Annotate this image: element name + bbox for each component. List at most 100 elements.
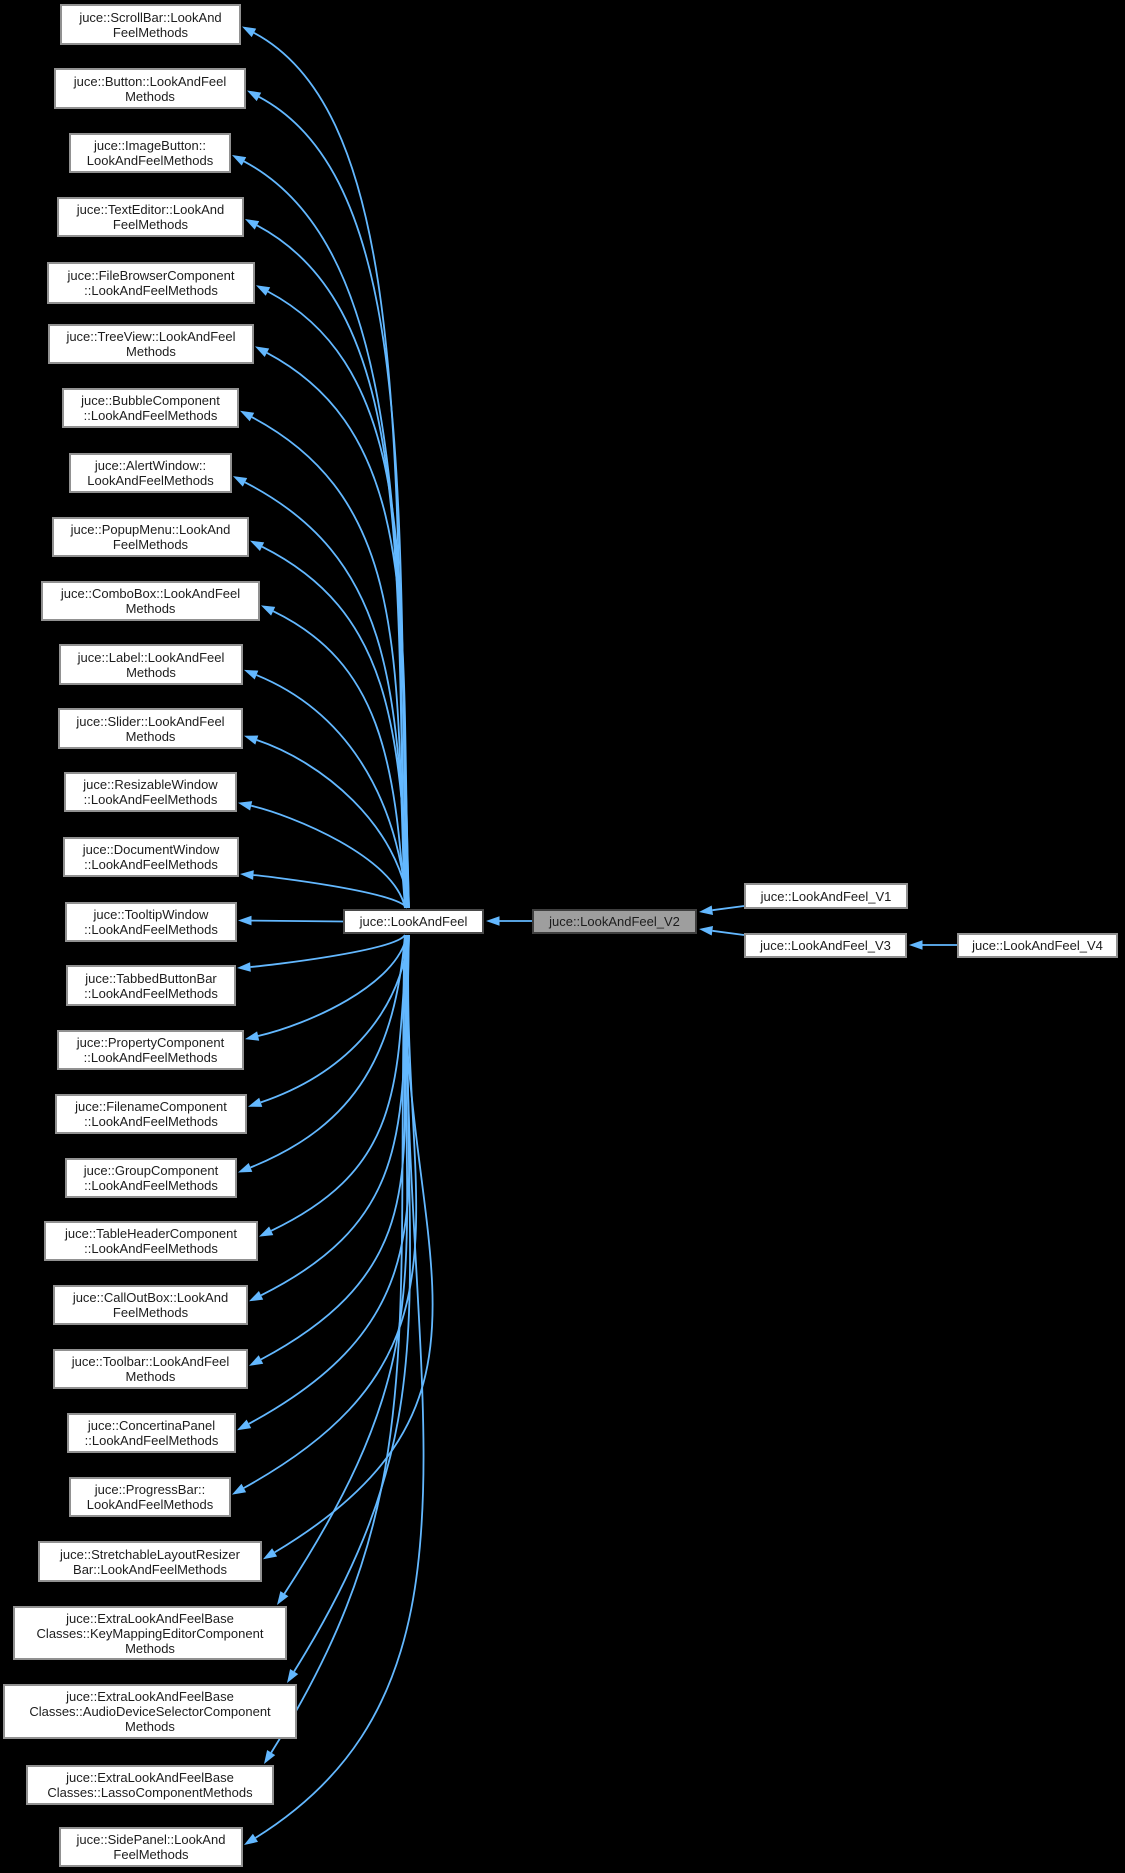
class-node-label: juce::LookAndFeel_V4	[972, 938, 1103, 953]
inheritance-edge	[270, 934, 408, 1232]
class-node-filenamecomponent-methods[interactable]: juce::FilenameComponent ::LookAndFeelMet…	[55, 1094, 247, 1134]
inheritance-arrowhead	[263, 1548, 278, 1560]
class-node-stretchablelayoutresizerbar-methods[interactable]: juce::StretchableLayoutResizer Bar::Look…	[38, 1541, 262, 1582]
class-node-label: juce::FilenameComponent ::LookAndFeelMet…	[75, 1099, 227, 1129]
class-node-lookandfeel-v4[interactable]: juce::LookAndFeel_V4	[957, 933, 1118, 958]
class-node-lookandfeel[interactable]: juce::LookAndFeel	[343, 909, 484, 934]
class-node-tabbedbuttonbar-methods[interactable]: juce::TabbedButtonBar ::LookAndFeelMetho…	[66, 965, 236, 1006]
inheritance-edge	[283, 934, 409, 1595]
class-node-label: juce::StretchableLayoutResizer Bar::Look…	[60, 1546, 240, 1577]
class-node-label: juce::Button::LookAndFeel Methods	[73, 73, 227, 104]
class-node-imagebutton-methods[interactable]: juce::ImageButton:: LookAndFeelMethods	[69, 133, 231, 173]
class-node-groupcomponent-methods[interactable]: juce::GroupComponent ::LookAndFeelMethod…	[65, 1158, 237, 1198]
class-node-audiodeviceselectorcomponent-methods[interactable]: juce::ExtraLookAndFeelBase Classes::Audi…	[3, 1684, 297, 1739]
class-node-lookandfeel-v2[interactable]: juce::LookAndFeel_V2	[532, 909, 697, 934]
class-node-label: juce::LookAndFeel	[359, 914, 468, 929]
inheritance-edge	[243, 934, 418, 1489]
class-node-label: juce::TableHeaderComponent ::LookAndFeel…	[65, 1226, 237, 1256]
class-node-lookandfeel-v3[interactable]: juce::LookAndFeel_V3	[744, 933, 907, 958]
inheritance-arrowhead	[242, 26, 257, 38]
class-node-label: juce::TabbedButtonBar ::LookAndFeelMetho…	[84, 970, 218, 1001]
class-node-label: juce::AlertWindow:: LookAndFeelMethods	[87, 458, 214, 488]
class-node-toolbar-methods[interactable]: juce::Toolbar::LookAndFeel Methods	[53, 1349, 248, 1389]
inheritance-edge	[253, 874, 408, 909]
class-node-label: juce::Toolbar::LookAndFeel Methods	[71, 1354, 230, 1384]
class-node-sidepanel-methods[interactable]: juce::SidePanel::LookAnd FeelMethods	[59, 1827, 243, 1867]
inheritance-edge	[712, 905, 745, 912]
inheritance-arrowhead	[699, 926, 713, 936]
class-node-lassocomponent-methods[interactable]: juce::ExtraLookAndFeelBase Classes::Lass…	[26, 1765, 274, 1805]
class-node-label: juce::LookAndFeel_V3	[760, 938, 891, 953]
inheritance-edge	[258, 96, 408, 909]
class-node-slider-methods[interactable]: juce::Slider::LookAndFeel Methods	[58, 708, 243, 749]
inheritance-edge	[256, 674, 408, 909]
class-node-label: juce::LookAndFeel_V1	[760, 888, 892, 904]
inheritance-arrowhead	[232, 1483, 247, 1495]
inheritance-edge	[253, 32, 406, 909]
class-node-resizablewindow-methods[interactable]: juce::ResizableWindow ::LookAndFeelMetho…	[64, 772, 237, 812]
class-node-popupmenu-methods[interactable]: juce::PopupMenu::LookAnd FeelMethods	[52, 517, 249, 557]
class-node-label: juce::ProgressBar:: LookAndFeelMethods	[86, 1482, 214, 1512]
inheritance-arrowhead	[233, 476, 248, 487]
class-node-label: juce::PropertyComponent ::LookAndFeelMet…	[76, 1035, 225, 1065]
class-node-label: juce::CallOutBox::LookAnd FeelMethods	[72, 1290, 229, 1320]
class-node-button-methods[interactable]: juce::Button::LookAndFeel Methods	[54, 68, 246, 109]
class-node-propertycomponent-methods[interactable]: juce::PropertyComponent ::LookAndFeelMet…	[57, 1030, 244, 1070]
inheritance-arrowhead	[486, 916, 500, 926]
inheritance-edge	[255, 934, 425, 1839]
class-node-keymappingeditorcomponent-methods[interactable]: juce::ExtraLookAndFeelBase Classes::KeyM…	[13, 1606, 287, 1660]
class-node-combobox-methods[interactable]: juce::ComboBox::LookAndFeel Methods	[41, 581, 260, 621]
inheritance-arrowhead	[261, 605, 276, 616]
class-node-treeview-methods[interactable]: juce::TreeView::LookAndFeel Methods	[48, 324, 254, 364]
inheritance-arrowhead	[240, 870, 254, 880]
inheritance-arrowhead	[249, 1355, 264, 1366]
class-node-label: juce::ExtraLookAndFeelBase Classes::KeyM…	[36, 1610, 264, 1656]
inheritance-edge	[243, 160, 410, 909]
class-node-alertwindow-methods[interactable]: juce::AlertWindow:: LookAndFeelMethods	[69, 453, 232, 493]
class-node-filebrowser-methods[interactable]: juce::FileBrowserComponent ::LookAndFeel…	[47, 262, 255, 304]
inheritance-arrowhead	[238, 801, 253, 811]
inheritance-edge	[257, 934, 408, 1037]
class-node-label: juce::BubbleComponent ::LookAndFeelMetho…	[81, 393, 220, 423]
class-node-tooltipwindow-methods[interactable]: juce::TooltipWindow ::LookAndFeelMethods	[65, 902, 237, 942]
inheritance-arrowhead	[237, 962, 251, 972]
inheritance-edge	[712, 929, 745, 936]
class-node-label: juce::DocumentWindow ::LookAndFeelMethod…	[82, 842, 220, 872]
inheritance-edge	[260, 934, 406, 1361]
inheritance-arrowhead	[256, 285, 271, 296]
inheritance-arrowhead	[240, 410, 255, 422]
class-node-label: juce::ComboBox::LookAndFeel Methods	[60, 586, 241, 616]
inheritance-arrowhead	[238, 915, 252, 926]
inheritance-arrowhead	[245, 219, 260, 230]
inheritance-arrowhead	[255, 346, 270, 357]
inheritance-edge	[250, 934, 406, 1169]
inheritance-arrowhead	[699, 905, 713, 915]
class-node-label: juce::Slider::LookAndFeel Methods	[76, 713, 225, 744]
inheritance-edge	[293, 934, 411, 1672]
inheritance-edge	[272, 610, 406, 909]
class-node-tableheader-methods[interactable]: juce::TableHeaderComponent ::LookAndFeel…	[44, 1221, 258, 1261]
class-node-documentwindow-methods[interactable]: juce::DocumentWindow ::LookAndFeelMethod…	[63, 837, 239, 877]
inheritance-arrowhead	[247, 90, 262, 102]
class-node-texteditor-methods[interactable]: juce::TextEditor::LookAnd FeelMethods	[57, 197, 244, 237]
class-node-bubble-methods[interactable]: juce::BubbleComponent ::LookAndFeelMetho…	[62, 388, 239, 428]
class-node-scrollbar-methods[interactable]: juce::ScrollBar::LookAnd FeelMethods	[60, 4, 241, 45]
class-node-calloutbox-methods[interactable]: juce::CallOutBox::LookAnd FeelMethods	[53, 1285, 248, 1325]
inheritance-edge	[256, 224, 406, 909]
class-node-lookandfeel-v1[interactable]: juce::LookAndFeel_V1	[744, 883, 908, 909]
inheritance-arrowhead	[250, 540, 265, 551]
class-node-label: juce::LookAndFeel_V2	[549, 914, 680, 929]
inheritance-arrowhead	[245, 1031, 260, 1041]
inheritance-edge	[251, 919, 344, 923]
inheritance-arrowhead	[244, 1833, 258, 1845]
class-node-label: juce::TreeView::LookAndFeel Methods	[66, 329, 236, 359]
inheritance-edge	[250, 934, 406, 968]
class-node-label: juce::TextEditor::LookAnd FeelMethods	[76, 202, 225, 232]
class-node-label-methods[interactable]: juce::Label::LookAndFeel Methods	[59, 644, 243, 685]
class-node-concertinapanel-methods[interactable]: juce::ConcertinaPanel ::LookAndFeelMetho…	[67, 1413, 236, 1453]
class-node-progressbar-methods[interactable]: juce::ProgressBar:: LookAndFeelMethods	[69, 1477, 231, 1517]
inheritance-arrowhead	[244, 735, 259, 745]
inheritance-arrowhead	[237, 1419, 252, 1431]
inheritance-arrowhead	[244, 669, 259, 680]
